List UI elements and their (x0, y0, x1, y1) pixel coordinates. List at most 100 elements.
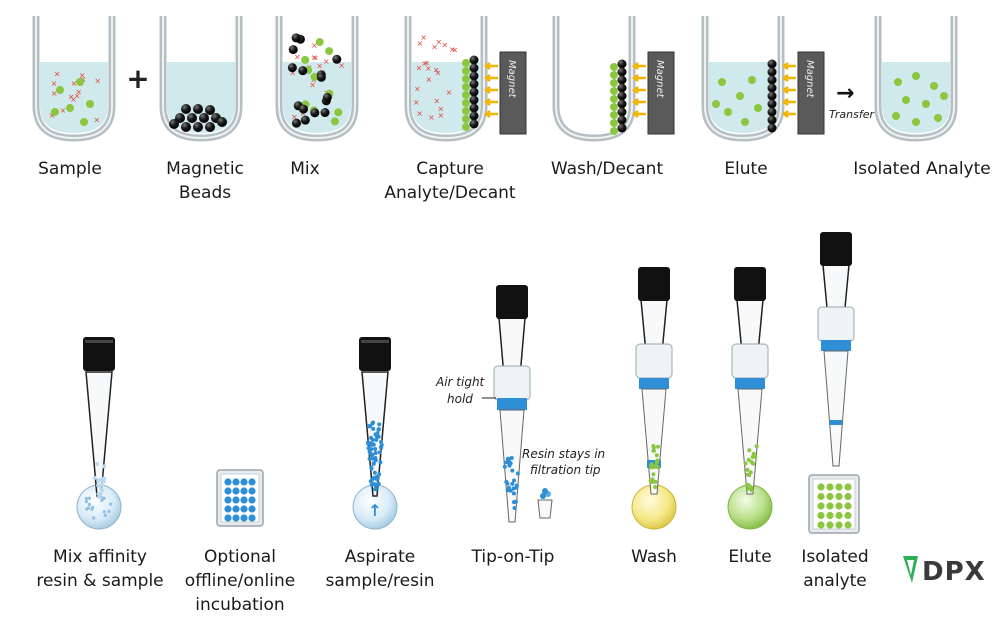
isolated-tip-assembly (817, 232, 855, 467)
test-tube-3 (275, 16, 359, 142)
svg-text:×: × (431, 42, 438, 51)
resin-note-1: Resin stays in (522, 447, 605, 461)
plate-well (826, 492, 834, 501)
plate-well (248, 514, 256, 522)
plate-well (826, 483, 834, 491)
step-label-capture: Capture Analyte/Decant (384, 159, 516, 203)
plate-well (224, 496, 232, 504)
svg-text:×: × (428, 113, 435, 122)
plate-well (817, 521, 825, 529)
svg-text:×: × (291, 113, 298, 122)
plate-well (240, 505, 248, 513)
bottom-label-incubation: Optional offline/online incubation (184, 547, 296, 615)
plate-well (835, 511, 843, 520)
svg-text:×: × (93, 115, 100, 124)
svg-text:×: × (312, 53, 319, 62)
svg-text:×: × (446, 88, 453, 97)
plate-well (232, 487, 240, 495)
plate-well (240, 496, 248, 504)
bottom-label-tip-on-tip: Tip-on-Tip (471, 547, 555, 567)
plate-well (240, 478, 248, 486)
resin-note-2: filtration tip (530, 463, 601, 477)
svg-text:↑: ↑ (368, 501, 381, 520)
svg-text:×: × (71, 79, 78, 88)
svg-text:×: × (449, 45, 456, 54)
svg-text:×: × (414, 85, 421, 94)
plate-well (844, 521, 852, 529)
svg-text:×: × (94, 76, 101, 85)
dpx-logo-icon (903, 556, 918, 583)
capture-contents: ×××××××××××××××××××××× (413, 33, 479, 131)
svg-text:×: × (75, 88, 82, 97)
magnet-elute: Magnet (797, 51, 825, 135)
dpx-logo-text: DPX (922, 557, 986, 587)
air-tight-label-2: hold (447, 392, 473, 406)
svg-text:×: × (74, 91, 81, 100)
plate-well (826, 511, 834, 520)
svg-text:×: × (51, 79, 58, 88)
plate-well (240, 487, 248, 495)
svg-text:×: × (59, 106, 66, 115)
svg-text:×: × (435, 37, 442, 46)
magnetic-field-arrows (483, 62, 796, 118)
elute-tip-assembly (731, 267, 769, 495)
plate-well (248, 505, 256, 513)
svg-text:×: × (413, 98, 420, 107)
svg-text:×: × (316, 61, 323, 70)
step-label-wash-decant: Wash/Decant (550, 159, 664, 179)
svg-text:×: × (416, 39, 423, 48)
svg-text:×: × (289, 68, 296, 77)
plate-well (232, 505, 240, 513)
wash-tip-assembly (635, 267, 673, 495)
magnet-capture: Magnet (499, 51, 527, 135)
test-tube-5 (552, 16, 636, 142)
svg-text:×: × (425, 64, 432, 73)
elute-contents (712, 59, 777, 133)
svg-text:×: × (433, 97, 440, 106)
plate-well (224, 478, 232, 486)
svg-text:×: × (294, 52, 301, 61)
air-tight-label-1: Air tight (435, 375, 486, 389)
svg-text:×: × (420, 33, 427, 42)
plate-well (248, 496, 256, 504)
svg-text:×: × (435, 69, 442, 78)
plate-well (224, 505, 232, 513)
svg-text:×: × (437, 111, 444, 120)
bottom-label-isolated: Isolated analyte (801, 547, 869, 591)
plate-well (835, 521, 843, 529)
plate-well (826, 502, 834, 510)
svg-text:×: × (437, 104, 444, 113)
svg-text:Magnet: Magnet (654, 60, 665, 99)
step-label-magnetic-beads: Magnetic Beads (166, 159, 244, 203)
step-label-sample: Sample (38, 159, 102, 179)
plate-well (817, 492, 825, 501)
filtration-tip-small (537, 488, 553, 519)
svg-text:×: × (323, 57, 330, 66)
svg-text:Magnet: Magnet (506, 60, 517, 99)
step-label-mix: Mix (290, 159, 320, 179)
plate-well (232, 478, 240, 486)
plate-well (835, 483, 843, 491)
plate-well (817, 511, 825, 520)
isolated-contents (892, 72, 948, 126)
svg-text:×: × (426, 75, 433, 84)
bead-pile (169, 104, 227, 132)
svg-text:×: × (416, 109, 423, 118)
step-label-elute: Elute (724, 159, 768, 179)
wash-contents (610, 59, 627, 135)
plate-well (826, 521, 834, 529)
magnet-wash: Magnet (647, 51, 675, 135)
mixed-contents: ×××××××××××××××××× (287, 33, 345, 128)
plate-well (224, 487, 232, 495)
plate-well (835, 502, 843, 510)
pipette-tip-mix (83, 337, 115, 497)
svg-text:×: × (70, 95, 77, 104)
plate-well (232, 514, 240, 522)
plate-well (817, 483, 825, 491)
bottom-label-elute: Elute (728, 547, 772, 567)
svg-text:×: × (49, 111, 56, 120)
svg-text:×: × (79, 71, 86, 80)
plate-well (835, 492, 843, 501)
transfer-arrow-icon: → (836, 81, 854, 106)
